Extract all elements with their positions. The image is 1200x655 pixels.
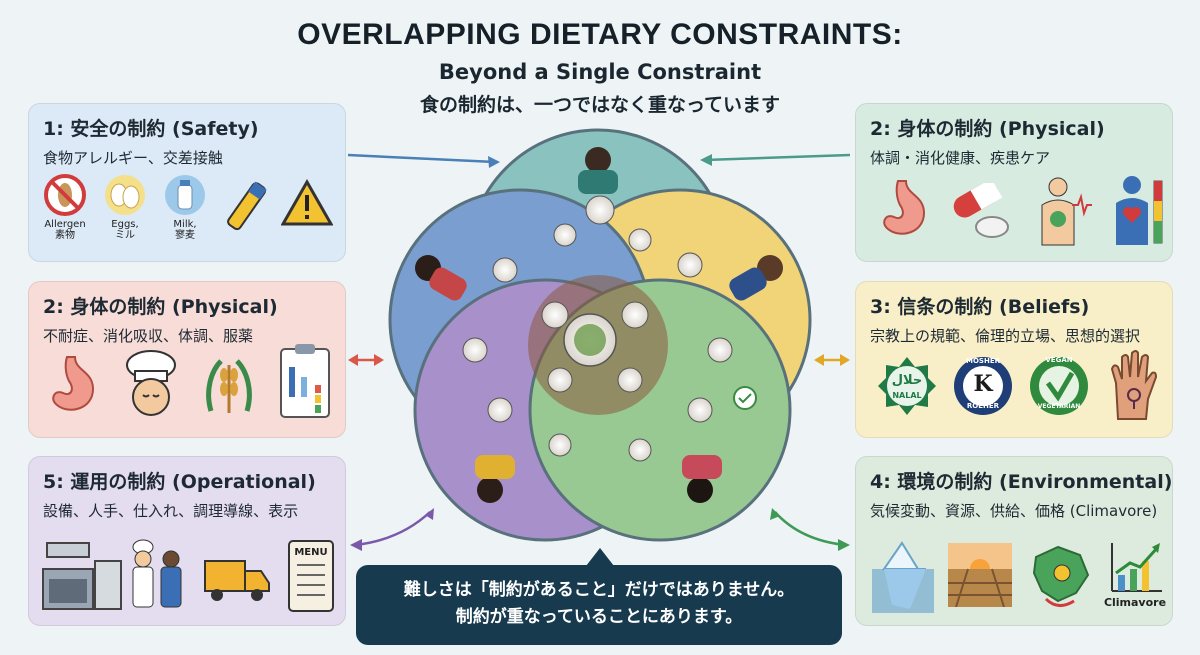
delivery-truck-icon [204,560,270,601]
panel-description: 宗教上の規範、倫理的立場、思想的選択 [870,327,1141,345]
page-title: OVERLAPPING DIETARY CONSTRAINTS: [297,18,903,51]
eggs-icon [105,175,145,215]
panel-title: 2: 身体の制約 (Physical) [870,118,1105,140]
menu-board-icon [288,540,334,612]
chef-staff-icon [132,539,182,608]
stomach-icon [883,180,926,235]
panel-title: 2: 身体の制約 (Physical) [43,296,278,318]
japanese-subtitle: 食の制約は、一つではなく重なっています [419,94,781,116]
arrow-physical-right [704,153,851,162]
pill-icon [953,183,1009,238]
panel-operational: 5: 運用の制約 (Operational) 設備、人手、仕入れ、調理導線、表示 [28,456,346,626]
center-table [528,275,668,415]
kosher-bottom-label: ROEHER [966,402,1000,410]
wheat-icon [206,359,252,413]
page-subtitle: Beyond a Single Constraint [438,60,762,84]
heart-monitor-icon [1041,177,1092,246]
warning-icon [281,179,333,226]
vegan-badge-icon [1030,357,1088,415]
circle-bottom-right-green [528,278,792,542]
menu-label: MENU [294,547,328,558]
panel-description: 気候変動、資源、供給、価格 (Climavore) [870,502,1158,520]
raised-hand-icon [1110,350,1158,420]
callout-pointer [586,548,614,566]
stomach-icon [52,356,95,411]
panel-physical-left: 2: 身体の制約 (Physical) 不耐症、消化吸収、体調、服薬 [28,281,346,438]
diner-top [578,147,618,194]
diner-bottom-left [475,455,515,503]
panel-physical-right: 2: 身体の制約 (Physical) 体調・消化健康、疾患ケア [855,103,1173,262]
center-plate [563,313,617,367]
chef-face-icon [126,350,176,416]
medication-chart-icon [280,344,330,418]
arrow-safety [347,153,496,164]
diner-bottom-right [682,455,722,503]
milk-bottle-icon [165,175,205,215]
iceberg-icon [872,541,934,613]
halal-sublabel: NALAL [892,391,922,400]
circle-bottom-left-purple [413,278,677,542]
halal-badge-icon [878,357,936,415]
callout-line-1: 難しさは「制約があること」だけではありません。 [403,580,795,600]
panel-title: 1: 安全の制約 (Safety) [43,118,259,140]
panel-title: 4: 環境の制約 (Environmental) [870,471,1173,493]
body-health-icon [1116,176,1163,245]
panel-safety: 1: 安全の制約 (Safety) 食物アレルギー、交差接触 Allergen … [28,103,346,262]
panel-beliefs: 3: 信条の制約 (Beliefs) 宗教上の規範、倫理的立場、思想的選択 حل… [855,281,1173,438]
panel-environmental: 4: 環境の制約 (Environmental) 気候変動、資源、供給、価格 (… [855,456,1173,626]
diner-right [729,255,783,301]
climavore-caption: Climavore [1103,596,1167,609]
epipen-icon [227,181,267,231]
diner-left [415,255,467,301]
panel-title: 5: 運用の制約 (Operational) [43,471,316,493]
supply-map-icon [1032,545,1090,607]
panel-description: 設備、人手、仕入れ、調理導線、表示 [43,502,299,520]
eggs-caption: Eggs, ミル [111,219,139,241]
panel-description: 食物アレルギー、交差接触 [43,149,223,167]
kosher-top-label: MOSHER [966,357,1000,365]
growth-chart-icon [1111,543,1162,592]
circle-left-blue [388,188,652,452]
callout-box: 難しさは「制約があること」だけではありません。 制約が重なっていることにあります… [356,565,842,645]
panel-title: 3: 信条の制約 (Beliefs) [870,296,1090,318]
vegan-top-label: VEGAN [1045,356,1073,364]
arrow-environmental [774,511,846,547]
arrow-operational [354,511,431,547]
milk-caption: Milk, 寥麦 [173,219,197,241]
no-peanut-icon [44,174,86,216]
farmland-icon [948,543,1012,607]
kosher-badge-icon [954,357,1012,415]
halal-label: حلال [891,373,923,388]
callout-line-2: 制約が重なっていることにあります。 [455,607,743,627]
circle-top-teal [466,128,730,392]
panel-description: 体調・消化健康、疾患ケア [870,149,1051,167]
kitchen-equipment-icon [42,542,122,610]
kosher-letter: K [973,371,993,397]
vegan-bottom-label: VEGETARIAN [1037,403,1081,410]
allergen-caption: Allergen 素物 [44,219,86,241]
panel-description: 不耐症、消化吸収、体調、服薬 [43,327,254,345]
circle-right-yellow [548,188,812,452]
